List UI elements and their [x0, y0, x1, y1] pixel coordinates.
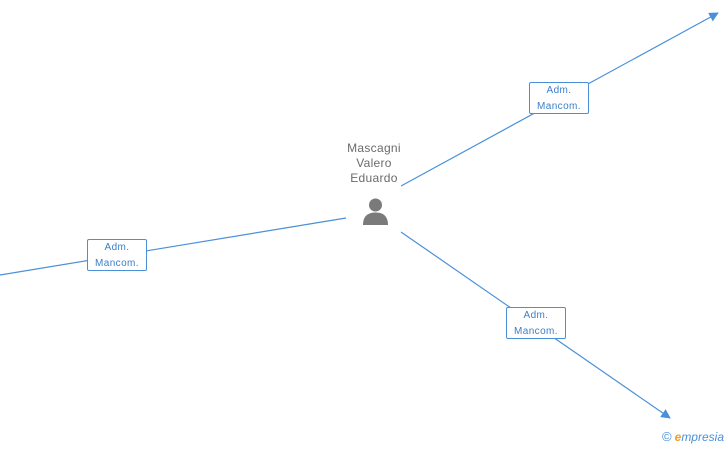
relation-label-left[interactable]: Adm. Mancom.: [87, 239, 147, 271]
person-name-line-1: Mascagni: [347, 141, 401, 155]
relation-role: Adm.: [104, 242, 130, 253]
relation-role: Adm.: [546, 85, 572, 96]
brand-initial: e: [674, 430, 682, 444]
relation-role-detail: Mancom.: [514, 326, 558, 337]
person-name: Mascagni Valero Eduardo: [330, 141, 418, 186]
brand-watermark: ©empresia: [662, 429, 724, 444]
copyright-symbol: ©: [662, 429, 672, 444]
person-name-line-3: Eduardo: [350, 171, 398, 185]
person-icon[interactable]: [361, 197, 390, 226]
relation-label-bottom-right[interactable]: Adm. Mancom.: [506, 307, 566, 339]
brand-name: mpresia: [681, 430, 724, 444]
edge-line-left: [0, 217, 347, 276]
relation-role-detail: Mancom.: [537, 101, 581, 112]
relation-role-detail: Mancom.: [95, 258, 139, 269]
relation-role: Adm.: [523, 310, 549, 321]
relation-label-top-right[interactable]: Adm. Mancom.: [529, 82, 589, 114]
person-name-line-2: Valero: [356, 156, 392, 170]
